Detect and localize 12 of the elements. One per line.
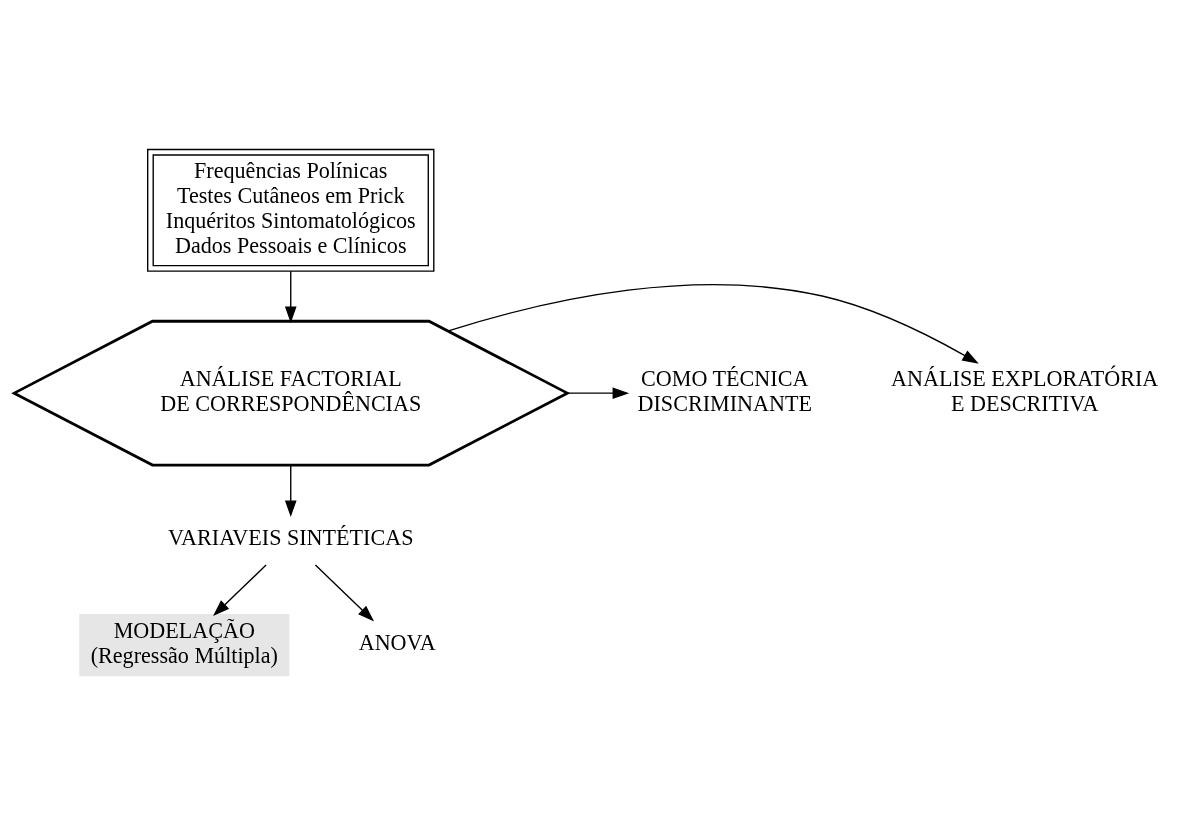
arrow <box>447 284 979 364</box>
node-text: ANOVA <box>358 630 436 656</box>
arrow <box>284 464 297 518</box>
node-text: ANÁLISE EXPLORATÓRIA E DESCRITIVA <box>891 365 1159 416</box>
arrow <box>213 564 267 617</box>
arrow <box>566 387 630 399</box>
node-text: COMO TÉCNICA DISCRIMINANTE <box>637 365 812 416</box>
arrow <box>284 270 297 324</box>
node-box: MODELAÇÃO (Regressão Múltipla) <box>79 613 290 677</box>
node-box: Frequências Polínicas Testes Cutâneos em Prick Inquéritos Sintomatológicos Dados Pessoais e Clínicos <box>147 148 435 272</box>
arrow <box>314 564 375 622</box>
node-text: VARIAVEIS SINTÉTICAS <box>168 525 414 551</box>
